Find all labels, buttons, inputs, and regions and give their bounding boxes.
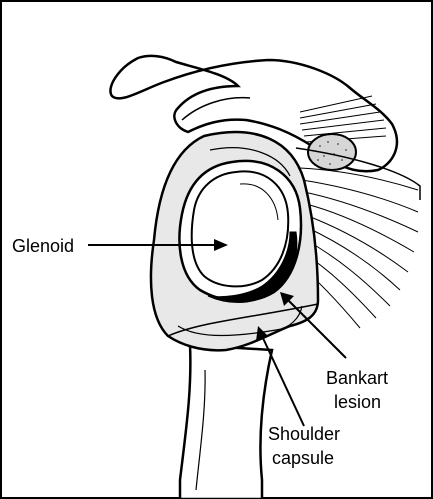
label-bankart-line1: Bankart — [326, 368, 388, 388]
humerus-shaft — [180, 345, 272, 499]
label-capsule-line1: Shoulder — [268, 424, 340, 444]
glenoid-fossa — [192, 171, 289, 286]
label-glenoid: Glenoid — [12, 236, 74, 256]
label-capsule-line2: capsule — [272, 448, 334, 468]
coracoid-process — [308, 134, 356, 170]
label-bankart-line2: lesion — [334, 392, 381, 412]
